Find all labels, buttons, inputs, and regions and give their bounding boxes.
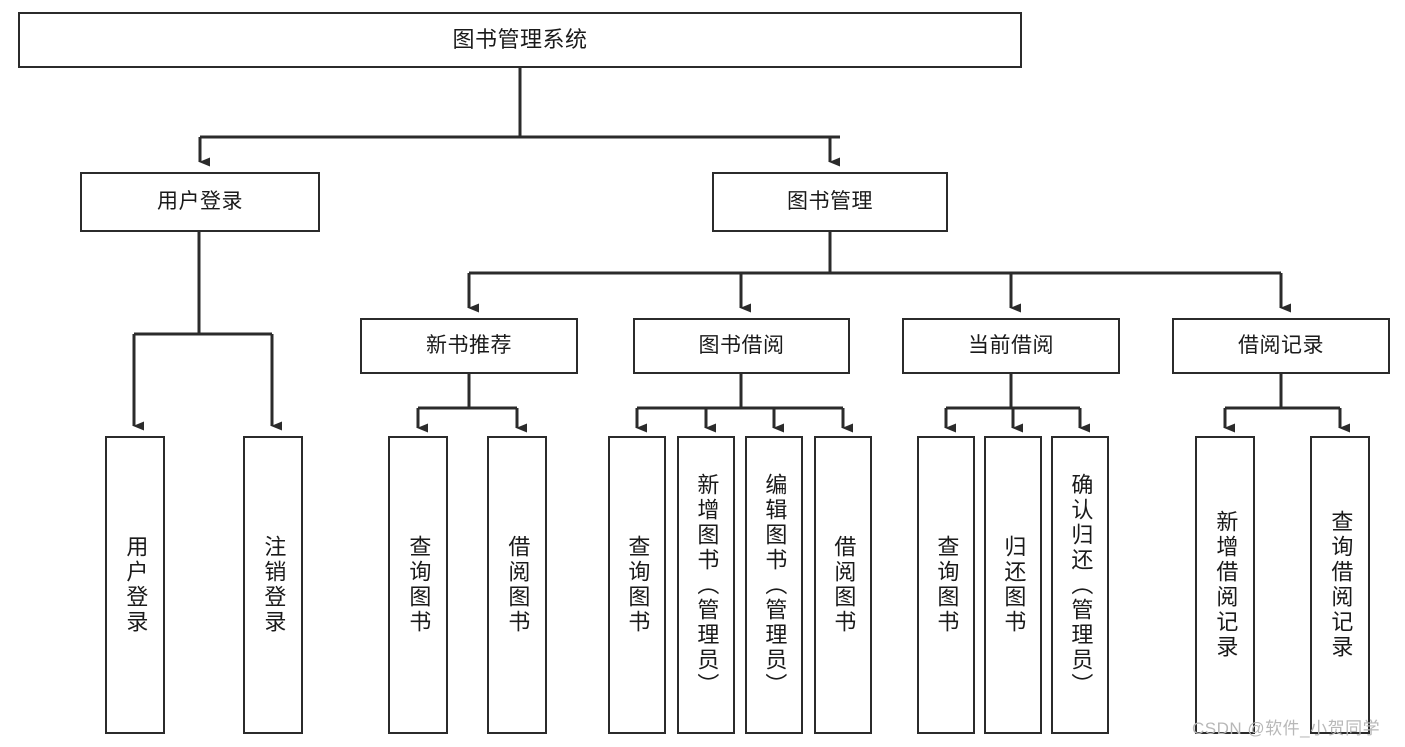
leaf-user-login-label: 用户登录 — [123, 535, 149, 635]
leaf-add-book[interactable]: 新增图书（管理员） — [677, 436, 735, 734]
node-book-manage-label: 图书管理 — [787, 189, 873, 213]
leaf-query-book-2-label: 查询图书 — [625, 535, 651, 635]
leaf-user-login[interactable]: 用户登录 — [105, 436, 165, 734]
leaf-return-book[interactable]: 归还图书 — [984, 436, 1042, 734]
node-current-borrow-label: 当前借阅 — [968, 333, 1054, 357]
leaf-add-borrow-record-label: 新增借阅记录 — [1213, 510, 1239, 660]
leaf-query-borrow-record[interactable]: 查询借阅记录 — [1310, 436, 1370, 734]
leaf-edit-book-label: 编辑图书（管理员） — [762, 472, 788, 698]
node-user-login[interactable]: 用户登录 — [80, 172, 320, 232]
leaf-query-book-3[interactable]: 查询图书 — [917, 436, 975, 734]
node-new-book-recommend-label: 新书推荐 — [426, 333, 512, 357]
node-root-label: 图书管理系统 — [452, 27, 588, 53]
node-current-borrow[interactable]: 当前借阅 — [902, 318, 1120, 374]
leaf-query-book-1[interactable]: 查询图书 — [388, 436, 448, 734]
node-user-login-label: 用户登录 — [157, 189, 243, 213]
leaf-borrow-book-2-label: 借阅图书 — [831, 535, 857, 635]
leaf-borrow-book-1-label: 借阅图书 — [505, 535, 531, 635]
node-book-borrow[interactable]: 图书借阅 — [633, 318, 850, 374]
leaf-return-book-label: 归还图书 — [1001, 535, 1027, 635]
node-book-borrow-label: 图书借阅 — [698, 333, 785, 357]
leaf-edit-book[interactable]: 编辑图书（管理员） — [745, 436, 803, 734]
leaf-logout-label: 注销登录 — [261, 535, 287, 635]
leaf-query-book-3-label: 查询图书 — [934, 535, 960, 635]
leaf-add-borrow-record[interactable]: 新增借阅记录 — [1195, 436, 1255, 734]
leaf-borrow-book-2[interactable]: 借阅图书 — [814, 436, 872, 734]
leaf-add-book-label: 新增图书（管理员） — [694, 472, 720, 698]
leaf-logout[interactable]: 注销登录 — [243, 436, 303, 734]
node-borrow-record[interactable]: 借阅记录 — [1172, 318, 1390, 374]
leaf-confirm-return[interactable]: 确认归还（管理员） — [1051, 436, 1109, 734]
leaf-query-book-1-label: 查询图书 — [406, 535, 432, 635]
node-borrow-record-label: 借阅记录 — [1238, 333, 1324, 357]
leaf-query-book-2[interactable]: 查询图书 — [608, 436, 666, 734]
node-book-manage[interactable]: 图书管理 — [712, 172, 948, 232]
leaf-confirm-return-label: 确认归还（管理员） — [1068, 472, 1094, 698]
leaf-query-borrow-record-label: 查询借阅记录 — [1328, 510, 1354, 660]
leaf-borrow-book-1[interactable]: 借阅图书 — [487, 436, 547, 734]
node-root[interactable]: 图书管理系统 — [18, 12, 1022, 68]
node-new-book-recommend[interactable]: 新书推荐 — [360, 318, 578, 374]
